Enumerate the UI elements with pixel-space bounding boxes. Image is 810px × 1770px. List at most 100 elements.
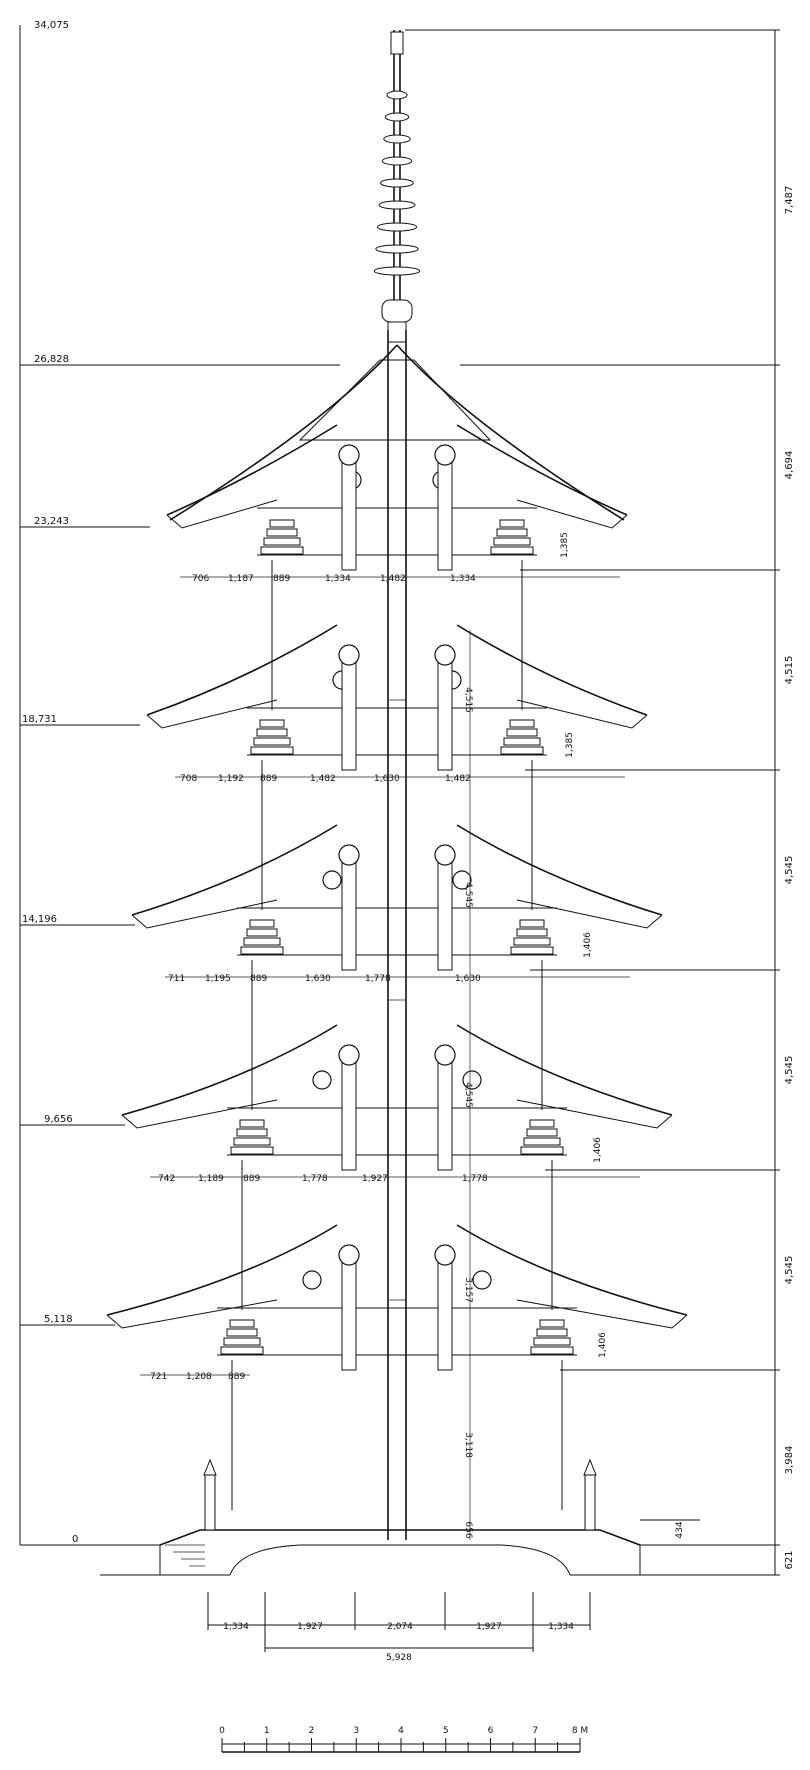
base-dim: 2,074 — [387, 1622, 413, 1632]
bracket-dim: 1,189 — [198, 1174, 224, 1184]
bracket-block — [523, 1137, 561, 1146]
roof-eave-right — [456, 424, 628, 516]
spire-ring — [386, 90, 408, 100]
bracket-block — [499, 519, 525, 528]
roof-eave-right — [456, 1024, 673, 1116]
bracket-dimension-row-1: 721 1,208 889 1,406 — [140, 1332, 608, 1382]
elevation-labels: 34,075 26,828 23,243 18,731 14,196 9,656… — [22, 20, 78, 1545]
bracket-dim: 1,334 — [450, 574, 476, 584]
eave-edge-left — [146, 699, 278, 729]
top-roof — [169, 344, 625, 521]
bracket-dim: 1,778 — [365, 974, 391, 984]
bracket-dim: 889 — [260, 774, 277, 784]
bracket-block — [256, 728, 288, 737]
spire-ring — [383, 134, 411, 144]
bracket-block — [500, 746, 544, 755]
base-dim: 1,334 — [223, 1622, 249, 1632]
scale-label: 5 — [443, 1726, 449, 1736]
elevation-label-story-4: 18,731 — [22, 714, 57, 725]
post-cap-left — [338, 1244, 360, 1266]
bracket-block — [243, 937, 281, 946]
eave-height: 1,385 — [560, 532, 570, 558]
base-dim: 1,927 — [297, 1622, 323, 1632]
bracket-block — [229, 1319, 255, 1328]
scale-label: 7 — [532, 1726, 538, 1736]
center-dim: 4,545 — [463, 1082, 473, 1108]
bracket-dim: 1,187 — [228, 574, 254, 584]
inner-post-right — [437, 1259, 453, 1371]
story-4 — [146, 624, 648, 910]
bracket-block — [506, 728, 538, 737]
roof-eave-left — [146, 624, 338, 716]
center-dimension-labels: 4,515 4,545 4,545 3,157 3,118 656 — [463, 630, 473, 1540]
rafter-end — [462, 1070, 482, 1090]
bracket-dim: 1,482 — [380, 574, 406, 584]
eave-height: 1,406 — [583, 932, 593, 958]
bracket-dim: 742 — [158, 1174, 175, 1184]
spire-ring — [373, 266, 421, 276]
bracket-dim: 711 — [168, 974, 185, 984]
bracket-dim: 1,630 — [455, 974, 481, 984]
bracket-dim: 1,192 — [218, 774, 244, 784]
base-dimension-chain: 1,334 1,927 2,074 1,927 1,334 5,928 — [207, 1592, 591, 1663]
bracket-dimension-row-3: 711 1,195 889 1,630 1,778 1,630 1,406 — [165, 932, 630, 984]
bracket-block — [259, 719, 285, 728]
bracket-block — [516, 928, 548, 937]
bracket-block — [539, 1319, 565, 1328]
base-total: 5,928 — [386, 1653, 412, 1663]
right-dim-podium: 621 — [784, 1550, 795, 1569]
stone-podium: 434 — [100, 1458, 735, 1576]
spire-ring — [378, 200, 416, 210]
left-elevation-lines — [19, 25, 340, 1546]
base-dim: 1,334 — [548, 1622, 574, 1632]
elevation-label-story-5: 23,243 — [34, 516, 69, 527]
scale-label: 8 M — [572, 1726, 588, 1736]
bracket-dim: 1,208 — [186, 1372, 212, 1382]
bracket-dim: 1,778 — [462, 1174, 488, 1184]
story-3 — [131, 824, 663, 1110]
bracket-dim: 721 — [150, 1372, 167, 1382]
scale-label: 2 — [309, 1726, 315, 1736]
roof-eave-left — [121, 1024, 338, 1116]
bracket-block — [240, 946, 284, 955]
post-cap-right — [434, 844, 456, 866]
post-cap-right — [434, 444, 456, 466]
pagoda-stories — [106, 424, 688, 1510]
scale-label: 0 — [219, 1726, 225, 1736]
rafter-end — [302, 1270, 322, 1290]
right-dimension-lines — [405, 29, 780, 1576]
inner-post-right — [437, 1059, 453, 1171]
eave-edge-right — [516, 1099, 673, 1129]
post-cap-right — [434, 644, 456, 666]
bracket-dimension-row-5: 706 1,187 889 1,334 1,482 1,334 1,385 — [180, 532, 620, 584]
bracket-dim: 706 — [192, 574, 209, 584]
post-cap-left — [338, 844, 360, 866]
elevation-label-story-1: 5,118 — [44, 1314, 73, 1325]
bracket-dim: 1,927 — [362, 1174, 388, 1184]
bracket-dim: 1,778 — [302, 1174, 328, 1184]
roof-eave-right — [456, 624, 648, 716]
scale-label: 1 — [264, 1726, 270, 1736]
bracket-dim: 1,334 — [325, 574, 351, 584]
elevation-label-ground: 0 — [72, 1534, 78, 1545]
inner-post-right — [437, 459, 453, 571]
bracket-dim: 708 — [180, 774, 197, 784]
inner-post-right — [437, 859, 453, 971]
bracket-block — [269, 519, 295, 528]
bracket-dimension-row-2: 742 1,189 889 1,778 1,927 1,778 1,406 — [150, 1137, 640, 1184]
central-pillar — [387, 330, 407, 1540]
roof-eave-left — [106, 1224, 338, 1316]
roof-eave-right — [456, 1224, 688, 1316]
bracket-dim: 889 — [250, 974, 267, 984]
eave-edge-left — [131, 899, 278, 929]
inner-post-right — [437, 659, 453, 771]
bracket-block — [530, 1346, 574, 1355]
rafter-end — [452, 870, 472, 890]
bracket-dim: 889 — [228, 1372, 245, 1382]
story-1 — [106, 1224, 688, 1510]
eave-edge-right — [516, 699, 648, 729]
center-dim: 3,157 — [463, 1277, 473, 1303]
center-dim: 4,515 — [463, 687, 473, 713]
post-cap-right — [434, 1244, 456, 1266]
